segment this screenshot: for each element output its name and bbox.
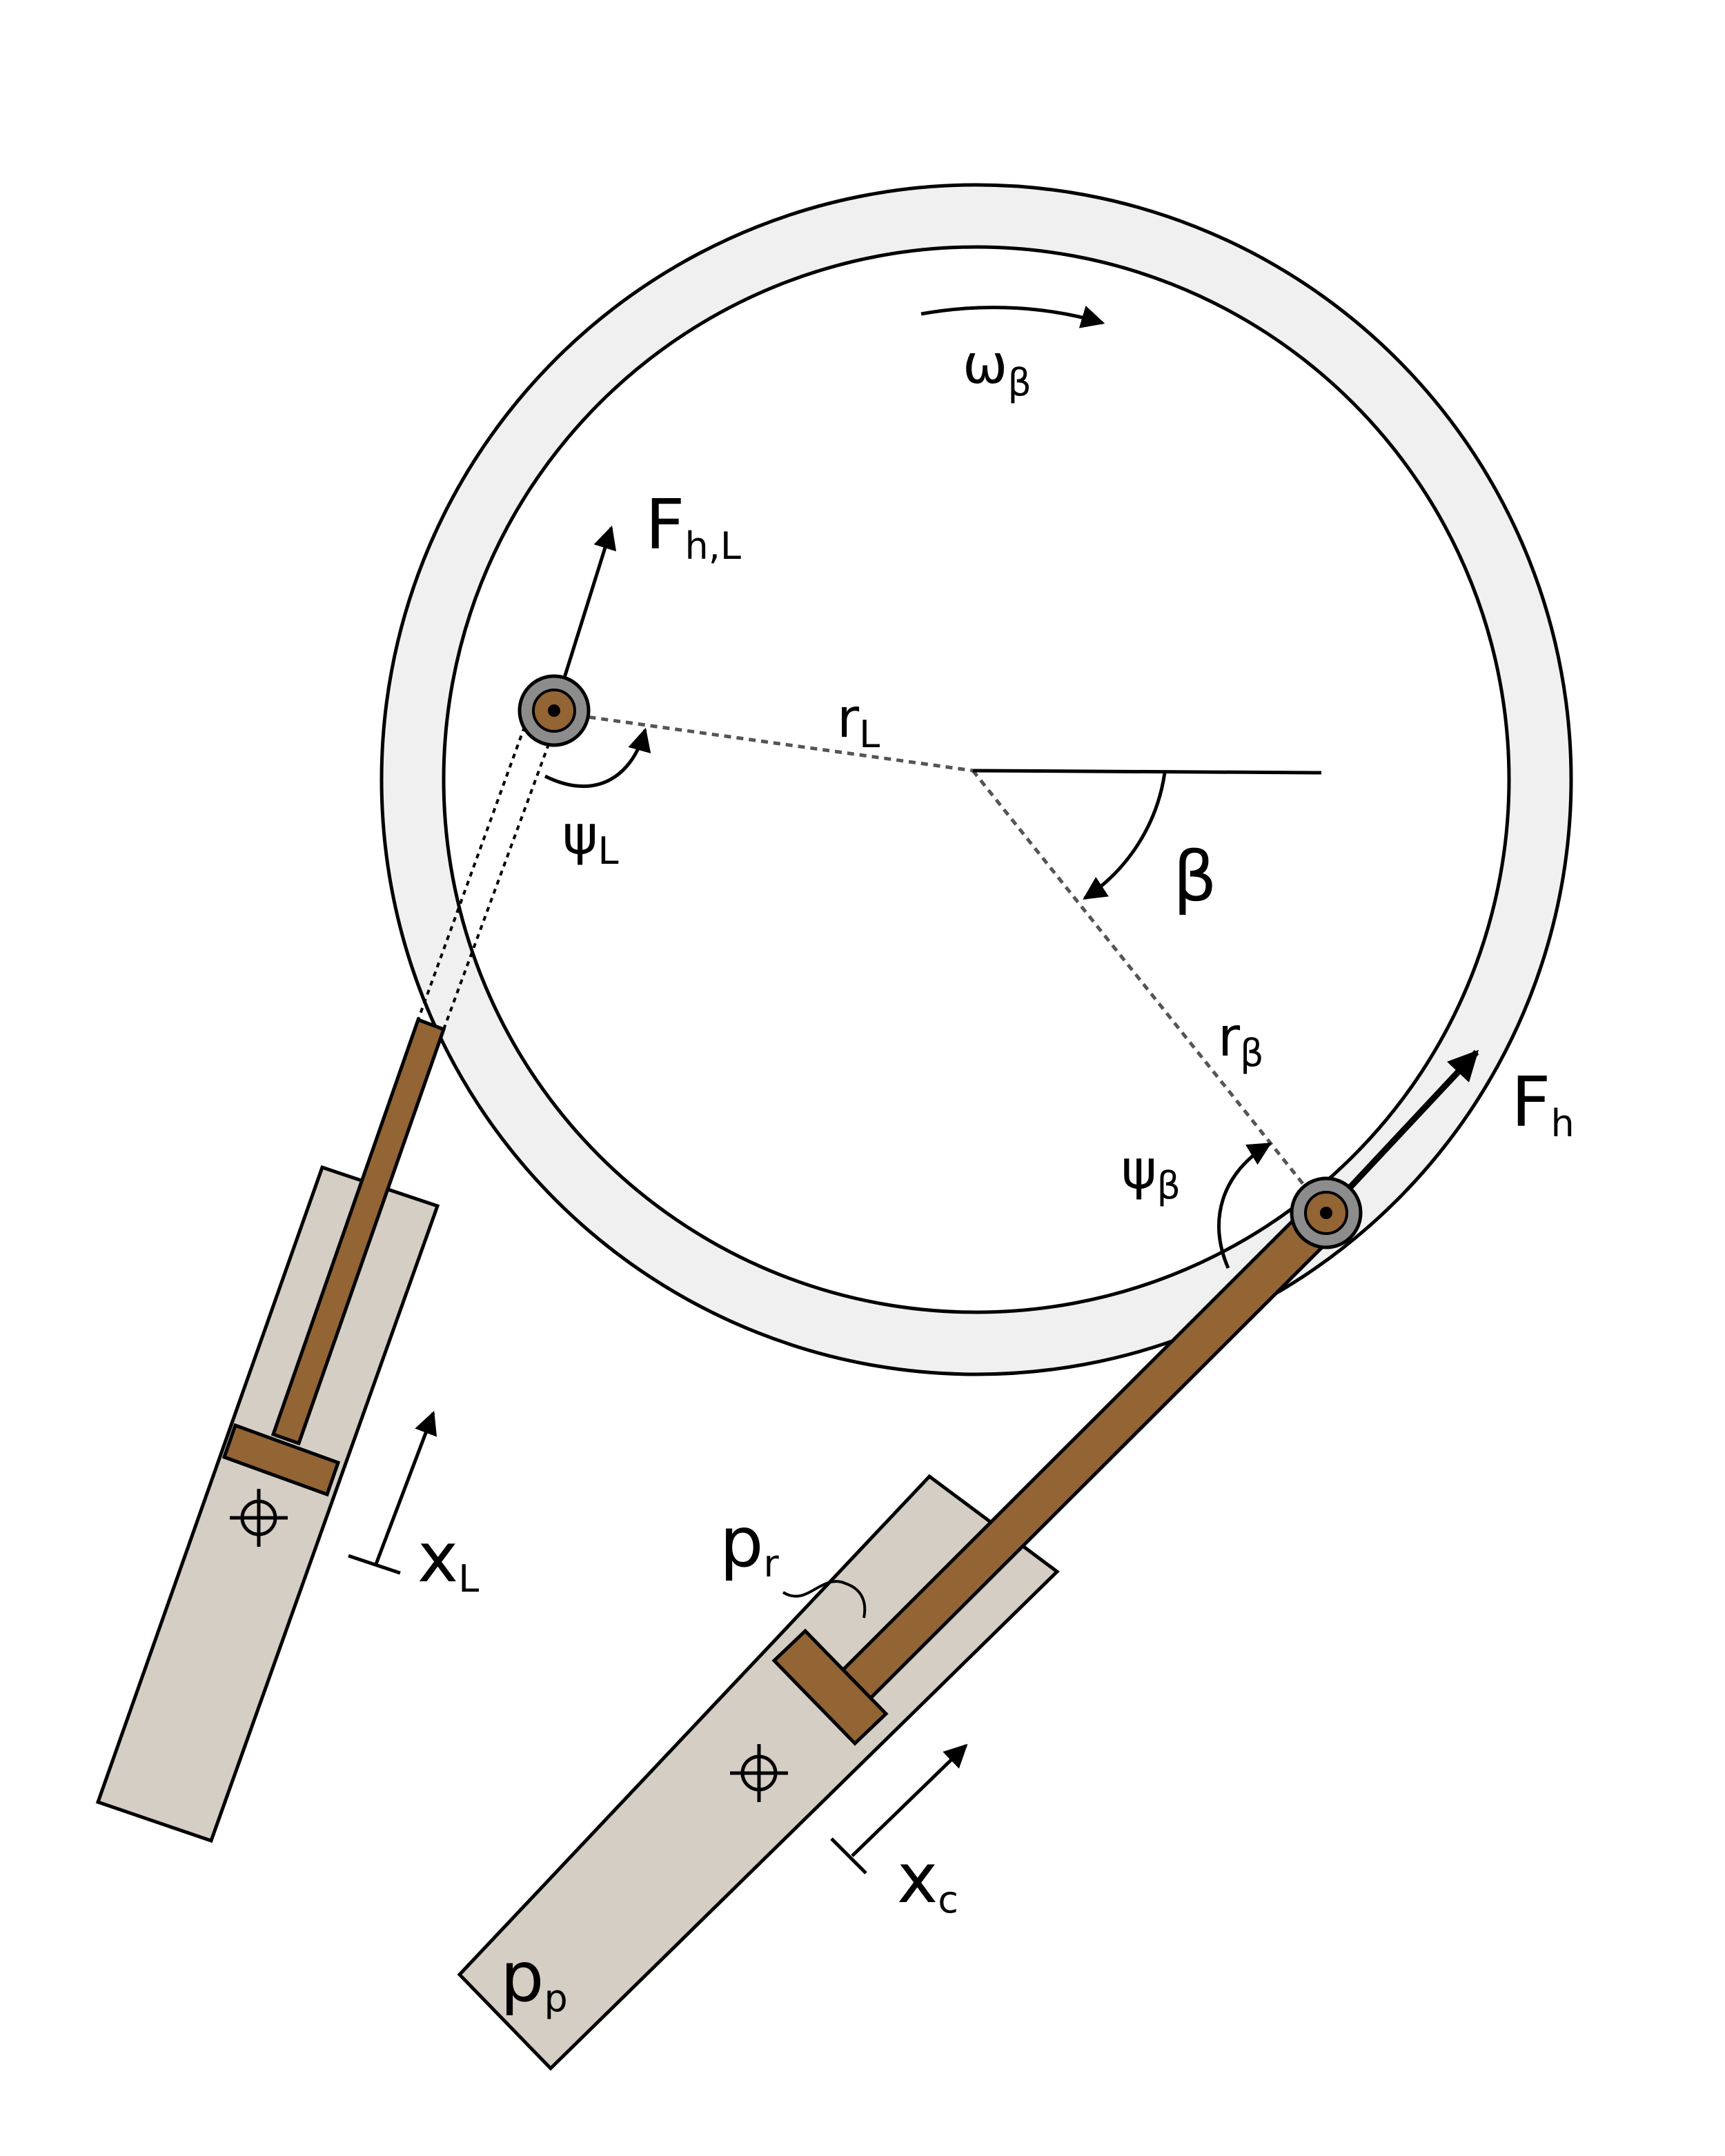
left-mount-symbol: [230, 1489, 288, 1547]
radius-lines: [551, 710, 1328, 1214]
p-r-label: pr: [720, 1502, 779, 1585]
r-L-line: [551, 710, 974, 773]
F-h-label: Fh: [1511, 1062, 1575, 1145]
omega-beta-rotation-arrow: [920, 306, 1105, 328]
reference-horizontal-line: [972, 769, 1322, 775]
left-piston-head: [221, 1423, 341, 1497]
psi-beta-label: ψβ: [1121, 1139, 1181, 1207]
left-piston-rod: [270, 1017, 446, 1446]
p-p-label: pp: [500, 1937, 568, 2020]
left-pin: [518, 674, 591, 747]
F-h-force-arrow: [1323, 1049, 1479, 1216]
x-c-label: xc: [897, 1838, 958, 1921]
x-L-stroke-arrow: [374, 1410, 437, 1565]
x-c-origin-tick: [830, 1837, 867, 1875]
F-hL-label: Fh,L: [645, 484, 741, 568]
x-L-origin-tick: [348, 1554, 401, 1575]
right-hydraulic-cylinder: [457, 1200, 1341, 2071]
left-hydraulic-cylinder: [95, 1017, 446, 1843]
right-piston-head: [771, 1628, 889, 1746]
psi-L-label: ψL: [562, 804, 619, 873]
x-c-stroke-arrow: [851, 1743, 968, 1857]
psi-L-angle-arc: [544, 727, 651, 789]
beta-angle-arc: [1083, 772, 1167, 900]
omega-beta-label: ωβ: [963, 334, 1032, 404]
beta-label: β: [1173, 836, 1217, 917]
right-pin: [1290, 1176, 1363, 1249]
psi-beta-angle-arc: [1217, 1142, 1272, 1269]
x-L-label: xL: [417, 1517, 479, 1601]
r-beta-label: rβ: [1218, 1007, 1264, 1075]
r-L-label: rL: [837, 688, 880, 756]
p-r-leader-line: [782, 1580, 867, 1619]
right-mount-symbol: [730, 1744, 788, 1802]
drum-inner-circle: [442, 245, 1511, 1314]
